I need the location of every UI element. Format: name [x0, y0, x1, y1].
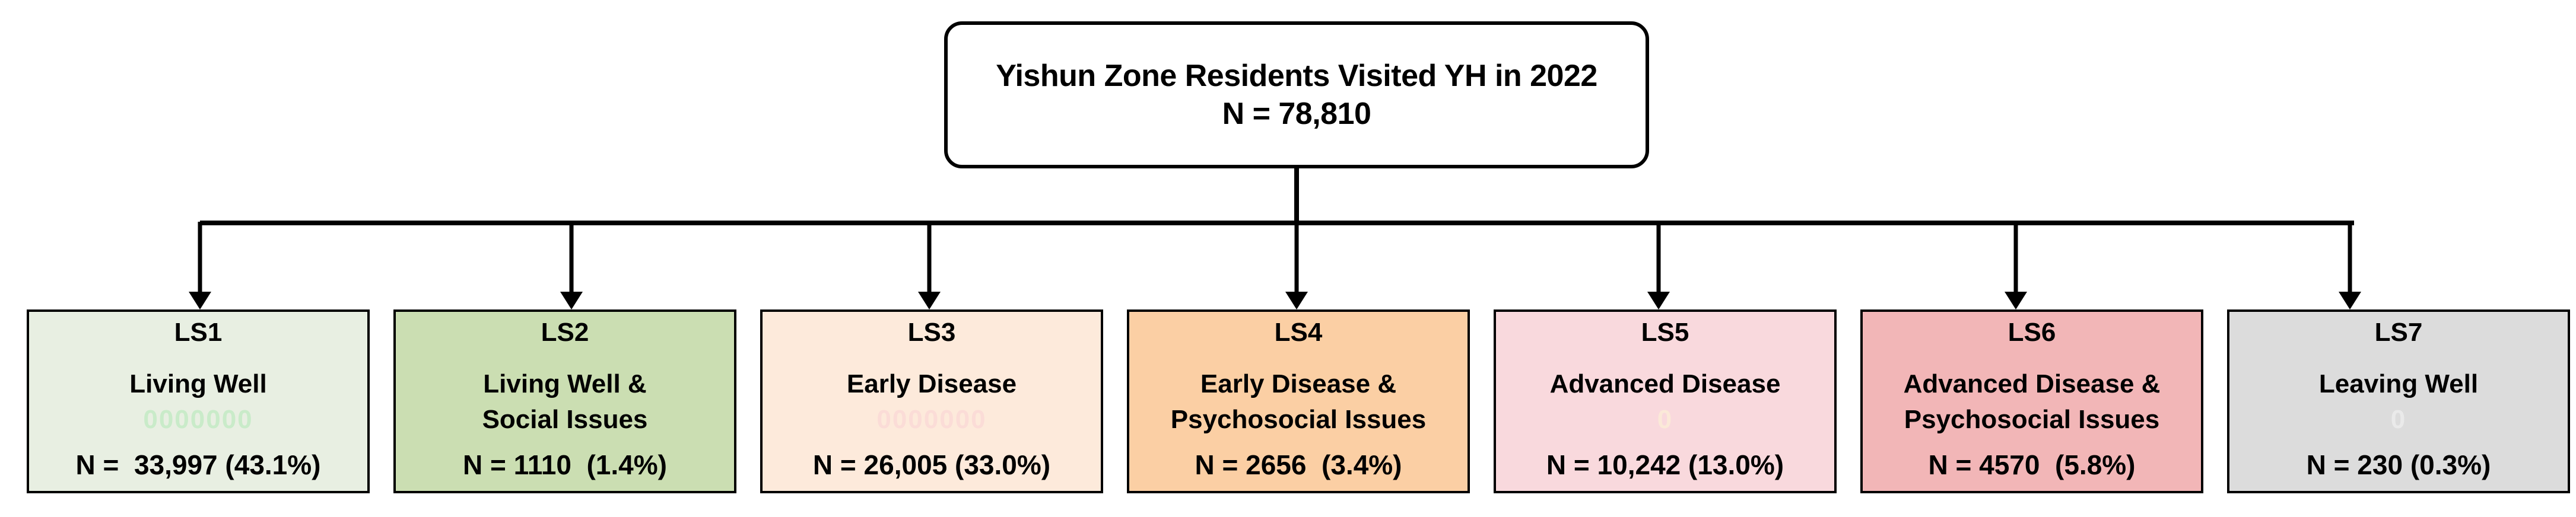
- arrow-shaft: [569, 222, 574, 293]
- node-count: N = 33,997 (43.1%): [75, 449, 321, 480]
- arrow-shaft: [1656, 222, 1661, 293]
- node-count: N = 230 (0.3%): [2306, 449, 2491, 480]
- node-ls2: LS2 Living Well & Social Issues N = 1110…: [393, 309, 736, 493]
- arrowhead-down-icon: [2339, 292, 2361, 309]
- watermark-text: 0000000: [876, 405, 987, 434]
- node-label: Early Disease: [763, 366, 1101, 402]
- connector-stem: [1294, 168, 1299, 224]
- node-ls1: LS1 Living Well 0000000 N = 33,997 (43.1…: [27, 309, 370, 493]
- node-label-line1: Living Well: [129, 369, 267, 398]
- node-label: Leaving Well: [2229, 366, 2568, 402]
- arrowhead-down-icon: [2005, 292, 2027, 309]
- node-code: LS7: [2374, 318, 2423, 347]
- node-label-line1: Advanced Disease: [1549, 369, 1781, 398]
- root-node: Yishun Zone Residents Visited YH in 2022…: [944, 21, 1649, 168]
- connector-arrow-ls6: [2004, 222, 2028, 309]
- arrow-shaft: [198, 222, 202, 293]
- arrowhead-down-icon: [918, 292, 941, 309]
- node-count: N = 2656 (3.4%): [1195, 449, 1402, 480]
- node-label-line1: Leaving Well: [2318, 369, 2479, 398]
- node-label-line1: Advanced Disease &: [1903, 369, 2161, 398]
- node-code: LS2: [541, 318, 589, 347]
- node-code: LS3: [907, 318, 956, 347]
- node-code: LS1: [174, 318, 223, 347]
- node-code: LS6: [2008, 318, 2056, 347]
- node-label: Advanced Disease: [1496, 366, 1834, 402]
- root-node-count: N = 78,810: [1222, 97, 1371, 131]
- arrowhead-down-icon: [189, 292, 211, 309]
- connector-arrow-ls4: [1285, 222, 1308, 309]
- arrow-shaft: [2348, 222, 2352, 293]
- node-label: Living Well: [29, 366, 367, 402]
- root-node-title: Yishun Zone Residents Visited YH in 2022: [996, 59, 1597, 93]
- watermark-text: 0: [2390, 405, 2407, 434]
- node-label-line2: Psychosocial Issues: [1170, 405, 1427, 434]
- node-label-line1: Living Well &: [483, 369, 647, 398]
- connector-arrow-ls5: [1647, 222, 1670, 309]
- node-label-line1: Early Disease: [846, 369, 1017, 398]
- node-ls4: LS4 Early Disease & Psychosocial Issues …: [1127, 309, 1470, 493]
- node-count: N = 10,242 (13.0%): [1546, 449, 1784, 480]
- arrowhead-down-icon: [560, 292, 583, 309]
- connector-arrow-ls7: [2338, 222, 2362, 309]
- node-ls7: LS7 Leaving Well 0 N = 230 (0.3%): [2227, 309, 2570, 493]
- node-count: N = 1110 (1.4%): [463, 449, 667, 480]
- connector-arrow-ls1: [188, 222, 212, 309]
- node-ls3: LS3 Early Disease 0000000 N = 26,005 (33…: [760, 309, 1103, 493]
- leaf-node-row: LS1 Living Well 0000000 N = 33,997 (43.1…: [27, 309, 2570, 493]
- connector-arrow-ls2: [560, 222, 583, 309]
- watermark-text: 0000000: [143, 405, 253, 434]
- node-code: LS5: [1641, 318, 1689, 347]
- node-label: Advanced Disease & Psychosocial Issues: [1863, 366, 2201, 438]
- arrowhead-down-icon: [1285, 292, 1308, 309]
- arrow-shaft: [1294, 222, 1299, 293]
- watermark-text: 0: [1657, 405, 1673, 434]
- node-count: N = 4570 (5.8%): [1928, 449, 2136, 480]
- node-ls6: LS6 Advanced Disease & Psychosocial Issu…: [1860, 309, 2203, 493]
- connector-horizontal-line: [200, 221, 2354, 225]
- node-label-line1: Early Disease &: [1200, 369, 1397, 398]
- node-count: N = 26,005 (33.0%): [812, 449, 1051, 480]
- arrow-shaft: [2013, 222, 2018, 293]
- node-label: Early Disease & Psychosocial Issues: [1129, 366, 1468, 438]
- node-label: Living Well & Social Issues: [396, 366, 734, 438]
- node-code: LS4: [1274, 318, 1323, 347]
- node-label-line2: Psychosocial Issues: [1904, 405, 2160, 434]
- arrow-shaft: [927, 222, 932, 293]
- node-label-line2: Social Issues: [482, 405, 648, 434]
- arrowhead-down-icon: [1647, 292, 1670, 309]
- node-ls5: LS5 Advanced Disease 0 N = 10,242 (13.0%…: [1494, 309, 1837, 493]
- connector-arrow-ls3: [917, 222, 941, 309]
